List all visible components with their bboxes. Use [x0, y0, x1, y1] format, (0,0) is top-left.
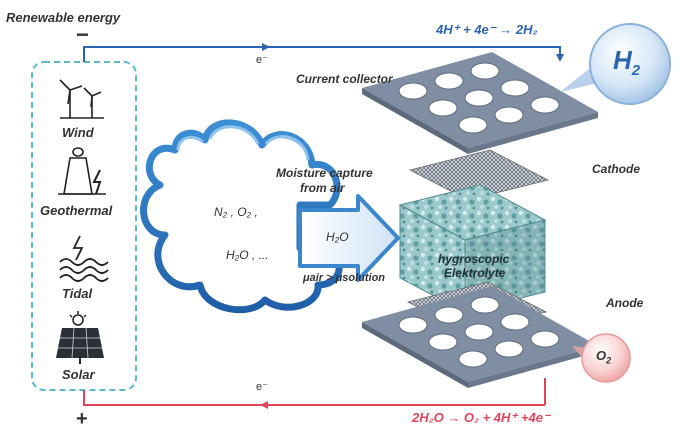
moisture-label-line1: Moisture capture — [276, 166, 373, 180]
anode-plate — [362, 286, 598, 388]
bottom-wire — [83, 390, 545, 406]
air-cloud — [140, 119, 343, 314]
moisture-label-line2: from air — [300, 181, 345, 195]
tidal-icon — [59, 235, 109, 282]
o2-bubble-label: O2 — [596, 348, 612, 366]
anode-reaction: 2H₂O → O₂ + 4H⁺ +4e⁻ — [412, 410, 550, 425]
wind-turbine-icon — [59, 79, 104, 119]
source-label-wind: Wind — [62, 125, 94, 140]
electron-label-top: e⁻ — [256, 54, 268, 66]
source-label-tidal: Tidal — [62, 286, 93, 301]
h2-bubble-label: H2 — [613, 45, 641, 80]
top-wire-arrow — [262, 43, 270, 51]
cathode-mesh — [408, 149, 550, 201]
moisture-arrow — [298, 194, 400, 282]
current-collector-plate — [362, 52, 598, 154]
electron-label-bottom: e⁻ — [256, 381, 268, 393]
o2-bubble — [581, 333, 631, 383]
electrolyte-label-line1: hygroscopic — [438, 252, 510, 266]
h2-bubble — [589, 23, 671, 105]
cloud-gases-line2: H₂O , ... — [226, 248, 269, 262]
top-wire — [83, 46, 555, 62]
chemical-potential-label: μair > μsolution — [303, 272, 386, 284]
source-label-solar: Solar — [62, 367, 95, 382]
geothermal-icon — [58, 147, 106, 195]
anode-label: Anode — [606, 296, 644, 310]
electrolyte-label-line2: Elektrolyte — [444, 266, 506, 280]
solar-panel-icon — [56, 311, 104, 364]
negative-terminal: − — [76, 22, 89, 47]
source-label-geothermal: Geothermal — [40, 203, 113, 218]
current-collector-label: Current collector — [296, 72, 393, 86]
cathode-reaction: 4H⁺ + 4e⁻ → 2H₂ — [436, 22, 538, 37]
cathode-label: Cathode — [592, 162, 640, 176]
arrow-h2o-label: H₂O — [326, 230, 349, 244]
diagram-title: Renewable energy — [6, 10, 121, 25]
cloud-gases-line1: N₂ , O₂ , — [214, 205, 258, 219]
bottom-wire-arrow — [260, 401, 268, 409]
positive-terminal: + — [76, 408, 88, 430]
